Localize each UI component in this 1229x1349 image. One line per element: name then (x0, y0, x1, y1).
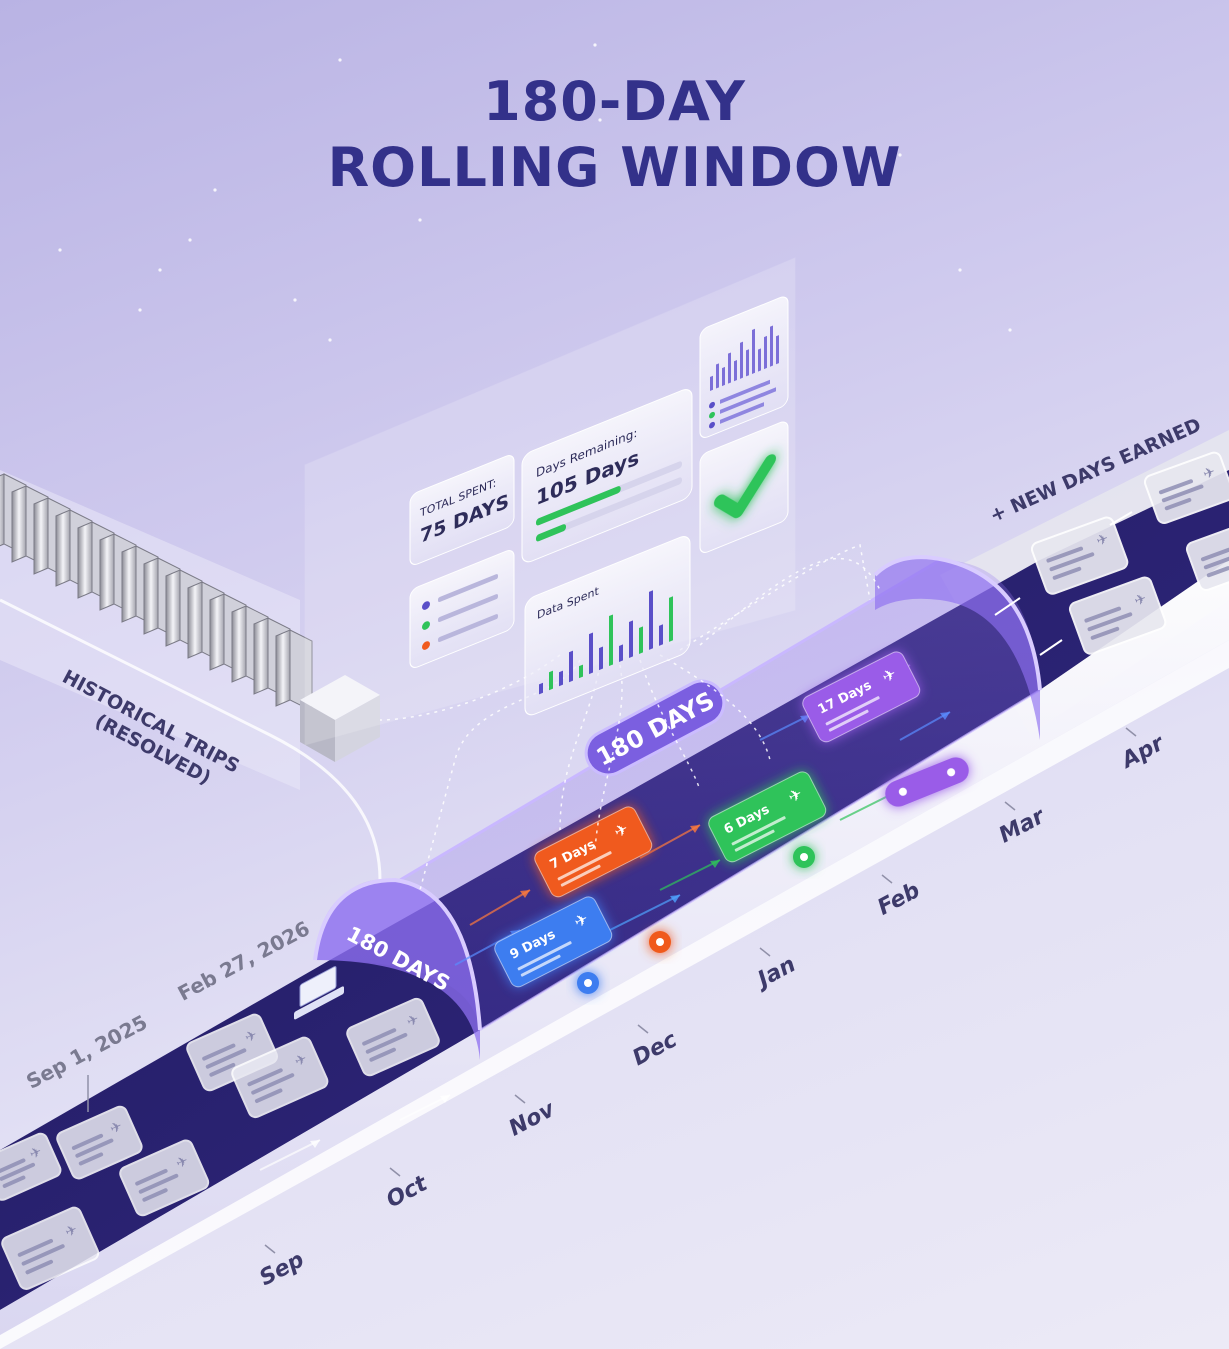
month-label-nov: Nov (505, 1094, 560, 1142)
month-label-apr: Apr (1116, 727, 1169, 774)
legend-card (409, 550, 515, 668)
svg-text:✈: ✈ (1094, 531, 1110, 550)
month-label-sep: Sep (256, 1244, 309, 1291)
shelf-curve (0, 598, 382, 881)
svg-text:Mar: Mar (995, 804, 1050, 849)
mini-chart-bars (710, 325, 779, 391)
laptop-icon (294, 966, 344, 1020)
month-label-feb: Feb (874, 874, 925, 921)
background-stars (58, 43, 1012, 342)
trip-card-3: 6 Days✈ (708, 771, 827, 863)
checkmark-icon (714, 454, 776, 519)
svg-text:Jan: Jan (750, 952, 799, 994)
month-label-dec: Dec (629, 1024, 682, 1071)
trip-card-1: 9 Days✈ (494, 896, 613, 988)
month-label-jan: Jan (750, 947, 800, 994)
track-edge (0, 640, 1229, 1349)
svg-text:Sep: Sep (256, 1247, 309, 1291)
status-check-card (699, 421, 789, 553)
mini-chart-card (699, 296, 789, 438)
title-line-1: 180-DAY (483, 70, 746, 133)
svg-text:Dec: Dec (629, 1027, 682, 1071)
title-line-2: ROLLING WINDOW (327, 136, 902, 199)
road-front-edge (0, 560, 1229, 1335)
svg-text:Feb: Feb (874, 878, 925, 921)
trip-card-2: 7 Days✈ (534, 806, 653, 898)
svg-text:✈: ✈ (1201, 464, 1217, 483)
past-trip-cards: ✈✈✈✈✈✈✈ (0, 997, 440, 1290)
resolved-trip-cube (300, 675, 380, 762)
historical-trip-blocks (0, 473, 313, 712)
month-label-oct: Oct (382, 1167, 433, 1214)
svg-text:Nov: Nov (505, 1097, 560, 1142)
trip-card-4: 17 Days✈ (802, 651, 921, 743)
svg-text:Oct: Oct (382, 1171, 432, 1214)
trip-markers (577, 757, 969, 994)
svg-text:✈: ✈ (1132, 591, 1148, 610)
days-remaining-progress (536, 486, 621, 526)
svg-text:Apr: Apr (1116, 730, 1169, 774)
active-trip-cards: 9 Days✈7 Days✈ 6 Days✈ 17 Days✈ (494, 651, 921, 988)
month-label-mar: Mar (995, 801, 1050, 849)
future-trip-cards: ✈✈✈✈ (994, 451, 1229, 656)
data-spent-bars (539, 590, 673, 695)
dashboard: TOTAL SPENT: 75 DAYS Days Remaining: 105… (304, 257, 796, 746)
